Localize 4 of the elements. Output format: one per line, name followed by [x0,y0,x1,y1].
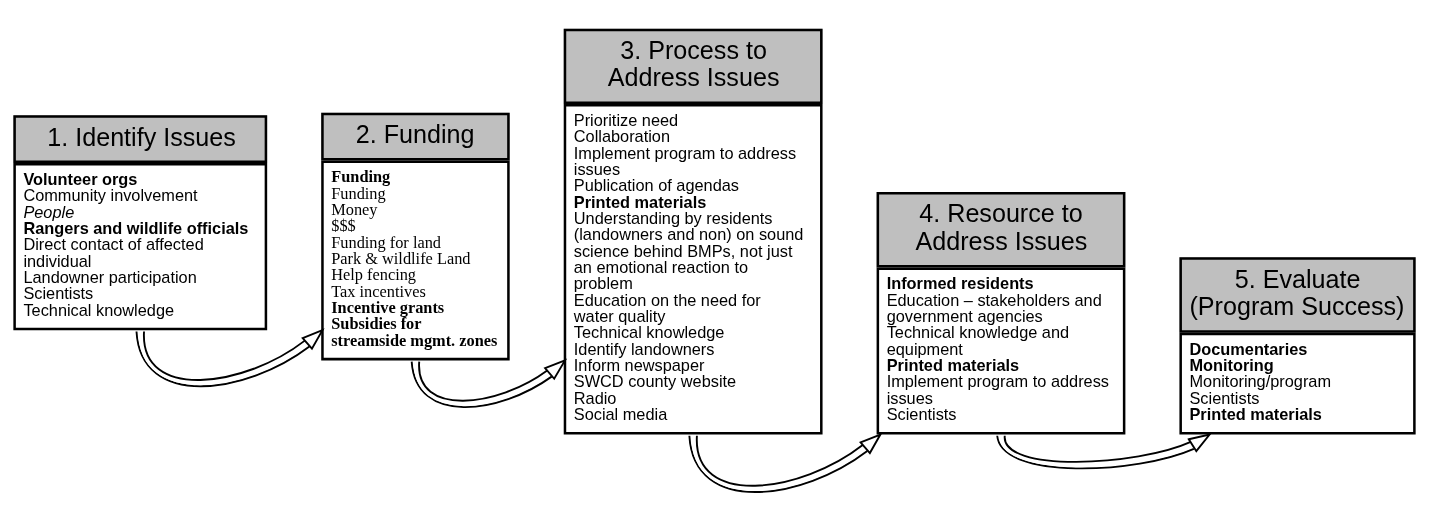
arrow [688,432,883,493]
arrow [135,327,325,387]
arrow [410,358,568,408]
arrow [996,432,1212,469]
